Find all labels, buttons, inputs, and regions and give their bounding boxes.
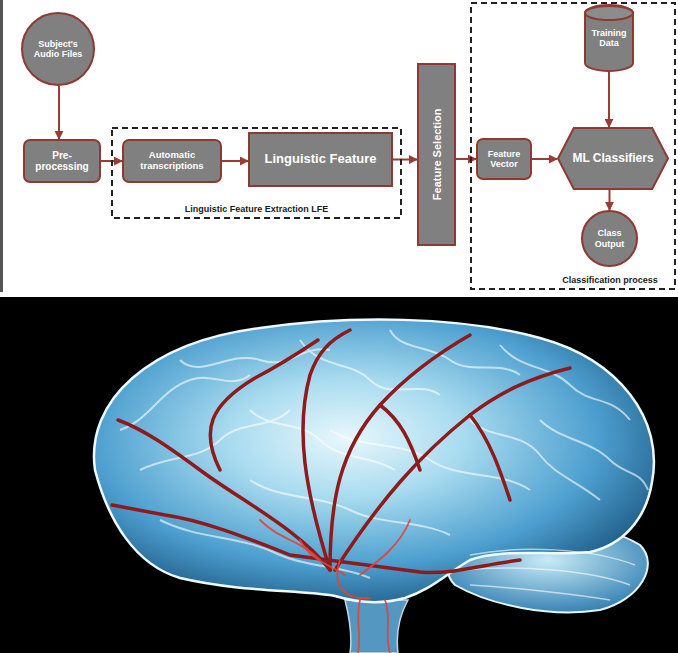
node-label: Subject's Audio Files — [31, 39, 85, 60]
flow-arrow — [532, 158, 557, 160]
node-label: Pre- processing — [28, 150, 96, 173]
group-box: Feature Vector Training Data ML Classifier… — [470, 2, 676, 290]
group-label: Classification process — [562, 275, 658, 285]
left-rule — [0, 0, 3, 292]
flow-arrow — [58, 86, 60, 139]
group-box: Automatic transcriptionsLinguistic Featu… — [111, 127, 402, 219]
group-label: Linguistic Feature Extraction LFE — [185, 204, 329, 214]
process-box: Automatic transcriptions — [122, 139, 222, 183]
node-label: ML Classifiers — [572, 152, 653, 166]
flow-arrow — [608, 71, 610, 127]
flow-arrow — [456, 158, 476, 160]
input-circle: Subject's Audio Files — [21, 12, 95, 86]
node-label: Linguistic Feature — [265, 152, 377, 167]
database-cylinder: Training Data — [584, 5, 634, 71]
image-background — [0, 297, 678, 653]
classifier-hexagon: ML Classifiers — [557, 127, 669, 190]
output-circle: Class Output — [581, 210, 638, 267]
node-label: Feature Selection — [430, 109, 443, 201]
node-label: Feature Vector — [481, 149, 528, 170]
process-box: Linguistic Feature — [248, 132, 393, 187]
flow-arrow — [393, 159, 417, 161]
process-box: Pre- processing — [23, 139, 101, 183]
process-box: Feature Selection — [417, 63, 456, 246]
node-label: Training Data — [587, 28, 631, 49]
process-box: Feature Vector — [476, 138, 532, 180]
node-label: Class Output — [588, 228, 631, 249]
flow-arrow — [609, 190, 611, 210]
flow-arrow — [222, 160, 248, 162]
brain — [94, 320, 654, 653]
node-label: Automatic transcriptions — [127, 150, 217, 172]
